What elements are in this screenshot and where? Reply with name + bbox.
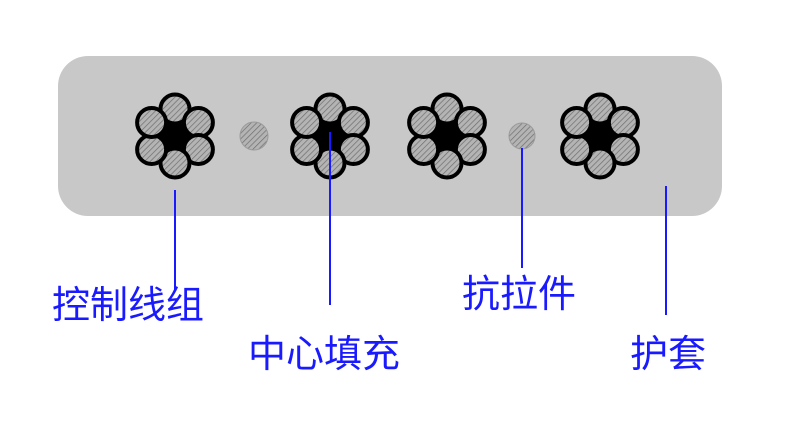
sheath-body (58, 56, 722, 216)
wire-strand (290, 133, 324, 166)
wire-strand (560, 133, 594, 166)
tension-member-rod (508, 122, 536, 150)
wire-strand (135, 133, 169, 166)
wire-strand (290, 106, 324, 139)
wire-strand (407, 133, 441, 166)
wire-strand (560, 106, 594, 139)
wire-strand (135, 106, 169, 139)
wire-strand (336, 106, 370, 139)
wire-strand (606, 106, 640, 139)
label-center-filler: 中心填充 (248, 332, 400, 376)
label-sheath: 护套 (630, 332, 706, 376)
control-wire-bundle (135, 92, 215, 180)
control-wire-bundle (560, 92, 640, 180)
label-tension-member: 抗拉件 (462, 272, 576, 316)
wire-strand (453, 106, 487, 139)
wire-strand (407, 106, 441, 139)
label-control-group: 控制线组 (52, 283, 204, 327)
wire-strand (181, 106, 215, 139)
control-wire-bundle (407, 92, 487, 180)
tension-member-rod (239, 121, 269, 151)
